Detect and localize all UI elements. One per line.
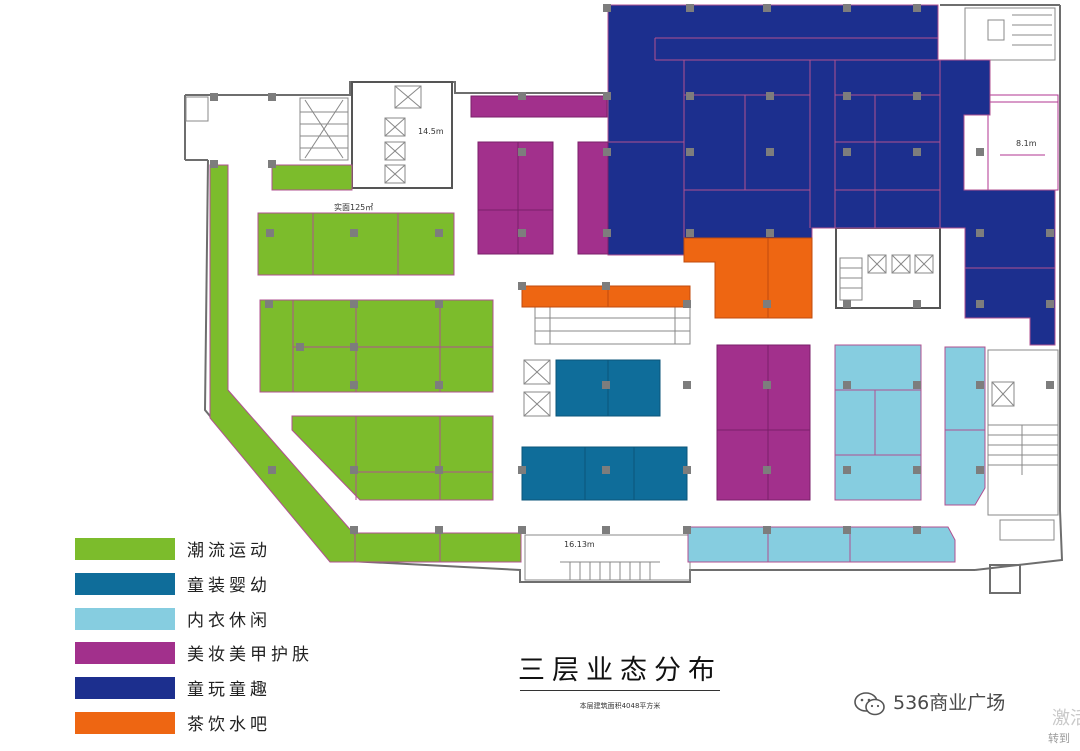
zone-beauty xyxy=(470,95,811,501)
area-annotation-125: 实面125㎡ xyxy=(334,202,373,212)
legend-swatch xyxy=(75,677,175,700)
watermark-text: 536商业广场 xyxy=(893,692,1006,714)
area-note: 本层建筑面积4048平方米 xyxy=(579,702,661,710)
floor-plan: 实面125㎡ 16.13m 14.5m 8.1m xyxy=(184,4,1064,594)
legend-swatch xyxy=(75,642,175,665)
title-divider xyxy=(520,690,720,691)
zone-trend-sports xyxy=(209,164,522,563)
dimension-labels: 实面125㎡ 16.13m 14.5m 8.1m xyxy=(334,127,1037,549)
zone-lingerie-casual xyxy=(687,344,986,563)
stairs-northwest xyxy=(185,96,349,161)
area-annotation-8: 8.1m xyxy=(1016,139,1037,148)
legend-swatch xyxy=(75,607,175,630)
legend-label: 茶饮水吧 xyxy=(187,714,271,735)
zone-tea-drinks xyxy=(521,237,813,319)
legend-label: 潮流运动 xyxy=(187,541,271,561)
legend-label: 美妆美甲护肤 xyxy=(187,645,313,666)
legend-item-trend-sports: 潮流运动 xyxy=(75,535,335,570)
legend-swatch xyxy=(75,711,175,734)
legend-item-lingerie-casual: 内衣休闲 xyxy=(75,605,335,640)
stairs-east xyxy=(987,349,1059,541)
corner-text: 激活 xyxy=(1052,708,1080,729)
columns xyxy=(210,4,1054,534)
legend-label: 童玩童趣 xyxy=(187,680,271,701)
area-annotation-14: 14.5m xyxy=(418,127,444,136)
core-center xyxy=(835,227,941,309)
corner-subtext: 转到 xyxy=(1048,732,1070,745)
area-annotation-16: 16.13m xyxy=(564,540,595,549)
legend-item-kids-wear: 童装婴幼 xyxy=(75,570,335,605)
legend-label: 童装婴幼 xyxy=(187,575,271,596)
stairs-south xyxy=(524,534,691,581)
core-north xyxy=(351,81,453,189)
legend-item-kids-play: 童玩童趣 xyxy=(75,674,335,709)
legend-swatch xyxy=(75,572,175,595)
wechat-icon xyxy=(854,692,885,716)
stairs-northeast xyxy=(964,7,1056,61)
legend-item-beauty: 美妆美甲护肤 xyxy=(75,639,335,674)
legend-label: 内衣休闲 xyxy=(187,610,271,631)
legend: 潮流运动 童装婴幼 内衣休闲 美妆美甲护肤 童玩童趣 茶饮水吧 xyxy=(75,535,335,744)
plan-title: 三层业态分布 xyxy=(518,655,722,686)
legend-swatch xyxy=(75,538,175,560)
legend-item-tea-drinks: 茶饮水吧 xyxy=(75,709,335,744)
